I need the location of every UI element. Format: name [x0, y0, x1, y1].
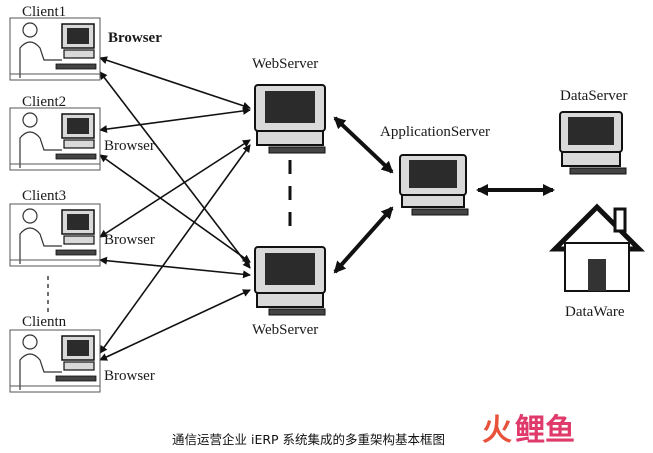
client-keyboard	[55, 375, 97, 382]
edge-clientn-webserver2	[99, 289, 251, 361]
webserver-1	[254, 84, 326, 154]
application-server	[399, 154, 469, 216]
browser-label-3: Browser	[104, 232, 155, 248]
base	[401, 194, 465, 208]
client-label-2: Client2	[22, 94, 66, 110]
webserver-label-1: WebServer	[252, 56, 318, 72]
person-body-icon	[19, 41, 62, 78]
edges	[47, 56, 555, 361]
person-head-icon	[22, 334, 38, 350]
dataware-label: DataWare	[565, 304, 625, 320]
figure-caption: 通信运营企业 iERP 系统集成的多重架构基本框图	[172, 432, 445, 447]
base	[256, 130, 324, 146]
watermark-logo: 火 鲤鱼	[482, 413, 575, 448]
client-cpu	[63, 139, 95, 149]
client-cpu	[63, 49, 95, 59]
edge-client2-webserver1	[99, 106, 251, 134]
browser-label-1: Browser	[108, 30, 162, 46]
keyboard	[268, 308, 326, 316]
person-body-icon	[19, 353, 62, 390]
watermark-left: 火	[482, 413, 512, 448]
screen	[265, 253, 315, 285]
client-label-1: Client1	[22, 4, 66, 20]
person-head-icon	[22, 112, 38, 128]
dataware-house-icon	[548, 203, 646, 292]
edge-client3-webserver1	[99, 139, 251, 238]
data-server	[559, 111, 627, 175]
data-server-label: DataServer	[560, 88, 627, 104]
client-cpu	[63, 235, 95, 245]
keyboard	[268, 146, 326, 154]
client-keyboard	[55, 249, 97, 256]
client-label-3: Client3	[22, 188, 66, 204]
keyboard	[411, 208, 469, 216]
client-workstation-2	[9, 107, 101, 171]
person-body-icon	[19, 227, 62, 264]
screen	[265, 91, 315, 123]
client-keyboard	[55, 153, 97, 160]
person-body-icon	[19, 131, 62, 168]
client-screen	[67, 118, 89, 134]
webserver-2	[254, 246, 326, 316]
edge-webserver1-appserver	[333, 116, 394, 174]
client-screen	[67, 28, 89, 44]
client-workstation-1	[9, 17, 101, 81]
person-head-icon	[22, 208, 38, 224]
house-chimney	[613, 207, 627, 233]
client-screen	[67, 340, 89, 356]
edge-clientn-webserver1	[99, 144, 251, 354]
screen	[568, 117, 614, 145]
browser-label-2: Browser	[104, 138, 155, 154]
person-head-icon	[22, 22, 38, 38]
base	[561, 151, 621, 167]
clients	[9, 17, 101, 393]
watermark-right: 鲤鱼	[515, 413, 575, 448]
client-keyboard	[55, 63, 97, 70]
edge-webserver2-appserver	[333, 206, 394, 274]
keyboard	[569, 167, 627, 175]
screen	[409, 160, 457, 188]
browser-label-n: Browser	[104, 368, 155, 384]
client-workstation-n	[9, 329, 101, 393]
client-label-n: Clientn	[22, 314, 67, 330]
client-cpu	[63, 361, 95, 371]
webserver-label-2: WebServer	[252, 322, 318, 338]
application-server-label: ApplicationServer	[380, 124, 490, 140]
edge-client3-webserver2	[99, 256, 251, 279]
client-screen	[67, 214, 89, 230]
base	[256, 292, 324, 308]
house-door	[588, 259, 606, 291]
client-workstation-3	[9, 203, 101, 267]
